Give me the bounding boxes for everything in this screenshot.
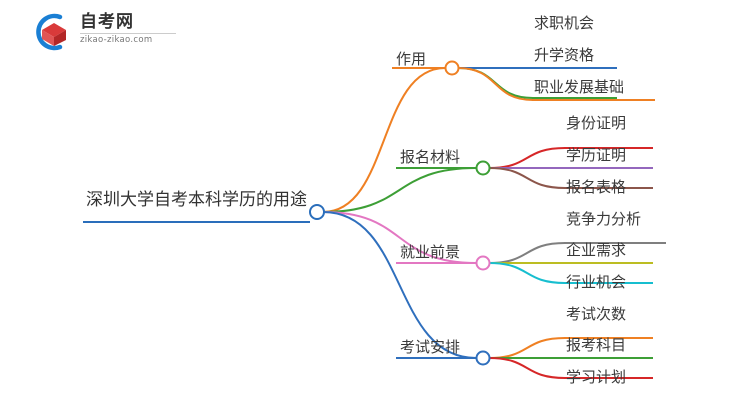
branch-label-0: 作用: [396, 50, 427, 68]
branch-label-2: 就业前景: [400, 243, 461, 261]
leaf-label-0-1: 升学资格: [534, 46, 595, 64]
branch-node-1[interactable]: [475, 160, 491, 176]
leaf-label-0-0: 求职机会: [534, 14, 595, 32]
site-logo: 自考网 zikao-zikao.com: [30, 8, 180, 56]
branch-connector-3: [322, 211, 477, 359]
branch-node-0[interactable]: [444, 60, 460, 76]
branch-node-2[interactable]: [475, 255, 491, 271]
leaf-label-2-2: 行业机会: [566, 273, 627, 291]
logo-divider: [80, 33, 176, 34]
leaf-connector-0-2: [457, 67, 534, 101]
branch-label-3: 考试安排: [400, 338, 461, 356]
leaf-connector-1-0: [488, 147, 566, 169]
leaf-connector-1-2: [488, 167, 566, 189]
leaf-label-3-2: 学习计划: [566, 368, 627, 386]
branch-connector-2: [322, 211, 477, 264]
leaf-label-1-0: 身份证明: [566, 114, 627, 132]
logo-title: 自考网: [80, 12, 134, 32]
branch-connector-1: [322, 167, 477, 213]
logo-mark-icon: [36, 13, 66, 51]
root-node[interactable]: [309, 204, 325, 220]
leaf-label-3-1: 报考科目: [566, 336, 627, 354]
leaf-label-3-0: 考试次数: [566, 305, 627, 323]
logo-subtitle: zikao-zikao.com: [80, 35, 153, 45]
leaf-connector-3-2: [488, 357, 566, 379]
branch-connector-0: [322, 67, 446, 213]
root-label: 深圳大学自考本科学历的用途: [86, 190, 307, 210]
branch-label-1: 报名材料: [400, 148, 461, 166]
leaf-connector-3-0: [488, 337, 566, 359]
leaf-label-1-2: 报名表格: [566, 178, 627, 196]
leaf-label-2-0: 竞争力分析: [566, 210, 642, 228]
leaf-connector-2-2: [488, 262, 566, 284]
leaf-label-2-1: 企业需求: [566, 241, 627, 259]
branch-node-3[interactable]: [475, 350, 491, 366]
logo-text: 自考网 zikao-zikao.com: [80, 12, 180, 52]
leaf-connector-2-0: [488, 242, 566, 264]
leaf-label-1-1: 学历证明: [566, 146, 627, 164]
leaf-label-0-2: 职业发展基础: [534, 78, 625, 96]
